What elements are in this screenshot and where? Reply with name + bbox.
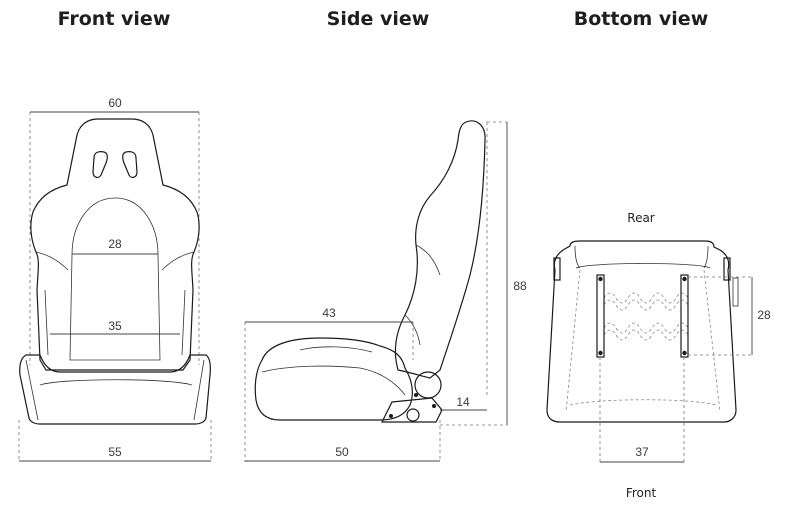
bottom-rail-left xyxy=(596,274,605,358)
bottom-front-label: Front xyxy=(626,486,657,500)
side-base-depth-label: 50 xyxy=(335,445,349,459)
side-rail-height-label: 14 xyxy=(456,395,470,409)
side-view-title: Side view xyxy=(326,8,430,30)
bottom-rear-label: Rear xyxy=(627,211,655,225)
bottom-seat-outline xyxy=(546,240,737,423)
bottom-rail-length-label: 28 xyxy=(757,308,771,322)
side-height-label: 88 xyxy=(513,279,527,293)
bottom-rail-spacing-label: 37 xyxy=(635,445,649,459)
side-seat-depth-label: 43 xyxy=(322,306,336,320)
side-seat-cushion xyxy=(254,337,414,421)
front-seat-cushion xyxy=(19,354,211,425)
bottom-view-drawing: Rear Front 28 37 xyxy=(546,211,771,500)
front-belt-hole-right xyxy=(122,151,138,178)
bottom-springs-lower xyxy=(603,322,689,334)
front-back-width-label: 28 xyxy=(108,237,122,251)
side-recline-knob xyxy=(414,371,442,399)
front-back-panel xyxy=(69,197,161,361)
bottom-rail-right xyxy=(680,274,689,358)
bottom-view-title: Bottom view xyxy=(573,8,709,30)
side-mount-bracket xyxy=(381,397,443,423)
front-belt-hole-left xyxy=(92,151,108,178)
bottom-springs-upper xyxy=(603,292,689,304)
front-base-width-label: 55 xyxy=(108,445,122,459)
front-view-title: Front view xyxy=(57,8,171,30)
side-backrest xyxy=(394,120,486,379)
front-seat-width-label: 35 xyxy=(108,319,122,333)
side-view-drawing: 43 50 88 14 xyxy=(244,120,527,462)
front-view-drawing: 60 28 35 55 xyxy=(18,96,212,462)
front-width-label: 60 xyxy=(108,96,122,110)
front-seat-shell xyxy=(30,118,200,371)
